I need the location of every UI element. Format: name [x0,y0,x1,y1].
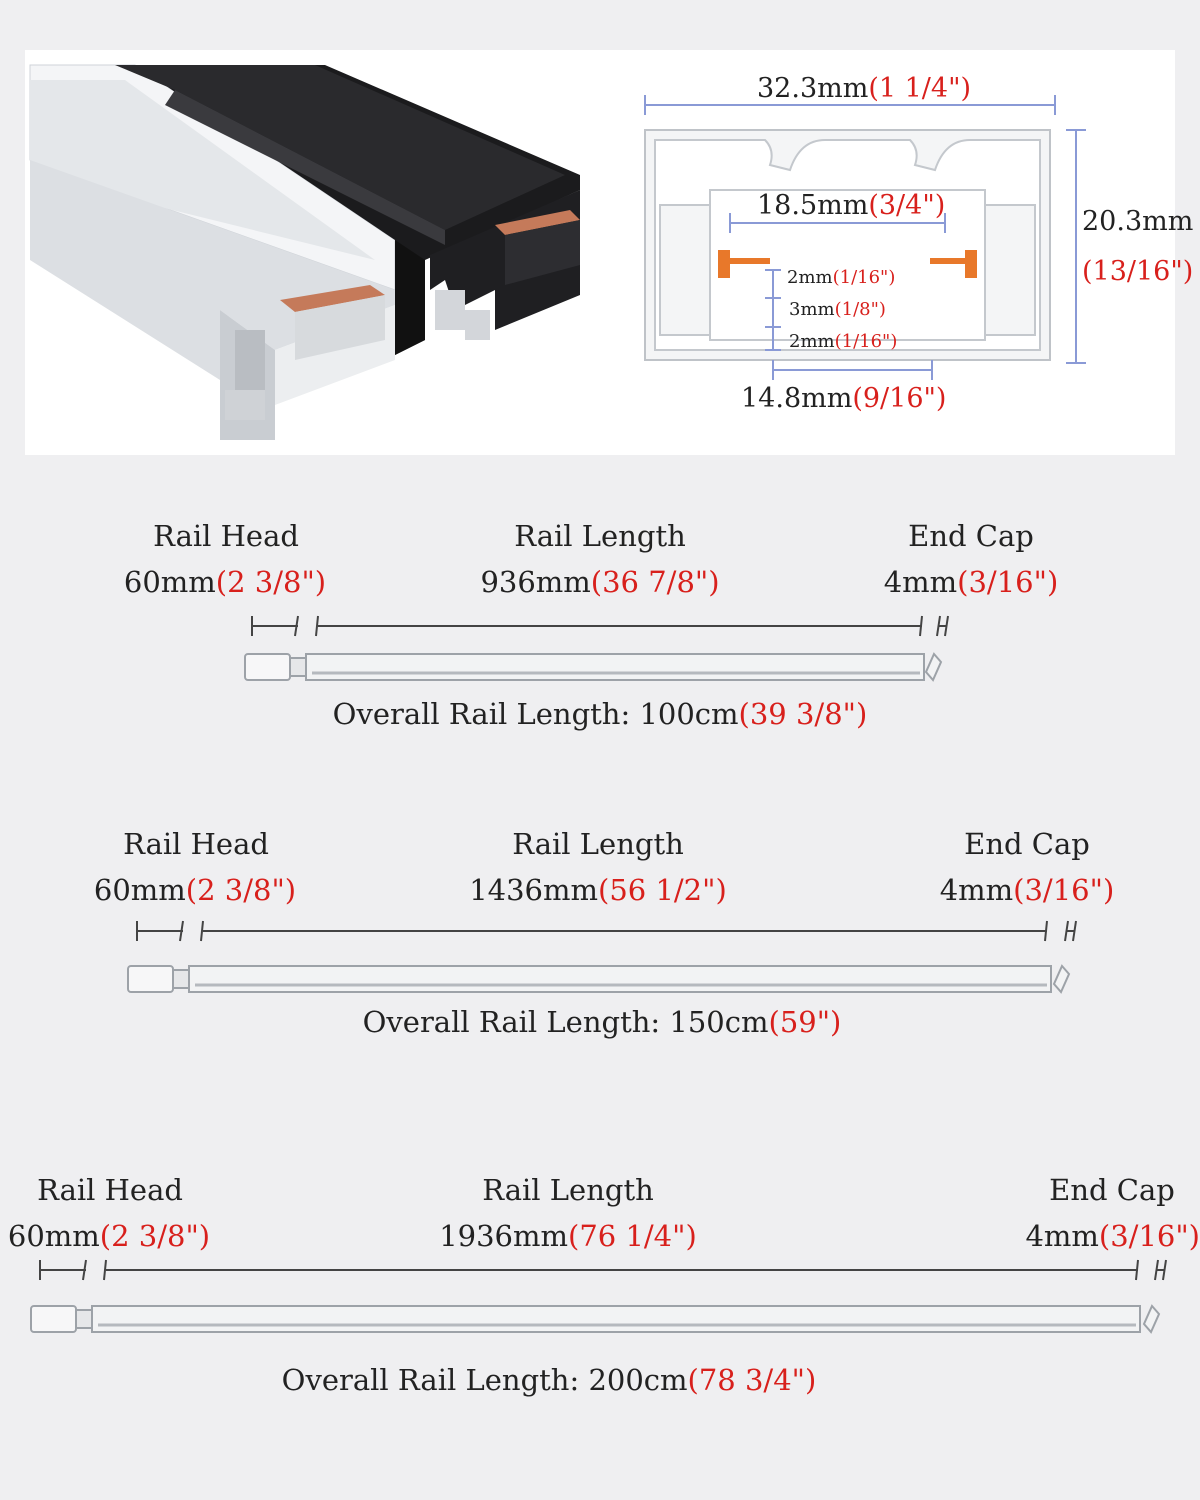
rail2-head-in: (2 3/8") [185,873,297,907]
rail3-cap-value: 4mm(3/16") [1012,1222,1200,1251]
rail2-length-in: (56 1/2") [598,873,727,907]
profile-bottom-label: 14.8mm(9/16") [741,385,946,412]
rail1-cap-in: (3/16") [957,565,1059,599]
rail3-cap-mm: 4mm [1025,1219,1099,1253]
profile-bottom-mm: 14.8mm [741,383,853,414]
rail1-length-mm: 936mm [480,565,591,599]
rail2-head-value: 60mm(2 3/8") [70,876,320,905]
rail2-overall: Overall Rail Length: 150cm(59") [302,1008,902,1037]
rail3-overall-prefix: Overall Rail Length: [281,1363,589,1397]
rail2-cap-in: (3/16") [1013,873,1115,907]
rail2-cap-title: End Cap [964,827,1090,861]
rail2-length-title: Rail Length [512,827,684,861]
profile-height-mm: 20.3mm [1082,206,1194,237]
rail1-head-value: 60mm(2 3/8") [100,568,350,597]
rail2-overall-prefix: Overall Rail Length: [362,1005,670,1039]
rail2-head-mm: 60mm [93,873,186,907]
rail2-cap-mm: 4mm [939,873,1014,907]
gap-bot-mm: 2mm [789,331,835,352]
track-rail-photo [29,64,580,440]
rail3-head-mm: 60mm [7,1219,100,1253]
gap-top-mm: 2mm [787,267,833,288]
rail1-length-title: Rail Length [514,519,686,553]
rail3-head-in: (2 3/8") [99,1219,211,1253]
rail1-overall-in: (39 3/8") [738,697,868,731]
rail1-head-title: Rail Head [153,519,299,553]
gap-bot-in: (1/16") [834,331,898,352]
rail1-drawing [244,615,949,682]
rail1-overall: Overall Rail Length: 100cm(39 3/8") [300,700,900,729]
rail1-length-value: 936mm(36 7/8") [450,568,750,597]
rail3-length-mm: 1936mm [439,1219,569,1253]
profile-width-mm: 32.3mm [757,73,869,104]
profile-inner-label: 18.5mm(3/4") [757,192,945,219]
rail3-length-in: (76 1/4") [568,1219,697,1253]
rail3-head-title: Rail Head [37,1173,183,1207]
profile-height-in: (13/16") [1082,256,1194,287]
rail3-overall: Overall Rail Length: 200cm(78 3/4") [249,1366,849,1395]
rail1-cap-mm: 4mm [883,565,958,599]
profile-height-in-label: (13/16") [1082,258,1193,285]
rail3-overall-cm: 200cm [588,1363,688,1397]
gap-mid-mm: 3mm [789,299,835,320]
rail1-cap-title: End Cap [908,519,1034,553]
rail3-drawing [30,1259,1167,1334]
rail3-length-value: 1936mm(76 1/4") [418,1222,718,1251]
rail2-drawing [127,920,1077,994]
rail2-overall-in: (59") [768,1005,842,1039]
rail3-overall-in: (78 3/4") [687,1363,817,1397]
rail1-length-in: (36 7/8") [590,565,720,599]
contact-left [718,250,730,278]
rail1-cap-value: 4mm(3/16") [846,568,1096,597]
rail2-length-value: 1436mm(56 1/2") [448,876,748,905]
rail1-overall-cm: 100cm [639,697,739,731]
gap-mid-in: (1/8") [834,299,886,320]
profile-gap-top-label: 2mm(1/16") [787,269,895,287]
profile-inner-in: (3/4") [868,190,946,221]
rail3-head-value: 60mm(2 3/8") [0,1222,218,1251]
rail1-head-in: (2 3/8") [215,565,327,599]
rail3-length-title: Rail Length [482,1173,654,1207]
profile-width-label: 32.3mm(1 1/4") [757,75,971,102]
contact-right [965,250,977,278]
profile-width-in: (1 1/4") [868,73,972,104]
profile-gap-bot-label: 2mm(1/16") [789,333,897,351]
rail2-cap-value: 4mm(3/16") [902,876,1152,905]
rail2-length-mm: 1436mm [469,873,599,907]
rail3-cap-title: End Cap [1049,1173,1175,1207]
profile-bottom-in: (9/16") [852,383,947,414]
profile-inner-mm: 18.5mm [757,190,869,221]
gap-top-in: (1/16") [832,267,896,288]
rail1-head-mm: 60mm [123,565,216,599]
rail3-cap-in: (3/16") [1098,1219,1200,1253]
rail1-overall-prefix: Overall Rail Length: [332,697,640,731]
rail2-overall-cm: 150cm [669,1005,769,1039]
rail2-head-title: Rail Head [123,827,269,861]
profile-height-mm-label: 20.3mm [1082,208,1193,235]
rail-profile-diagram [644,95,1086,380]
profile-gap-mid-label: 3mm(1/8") [789,301,886,319]
